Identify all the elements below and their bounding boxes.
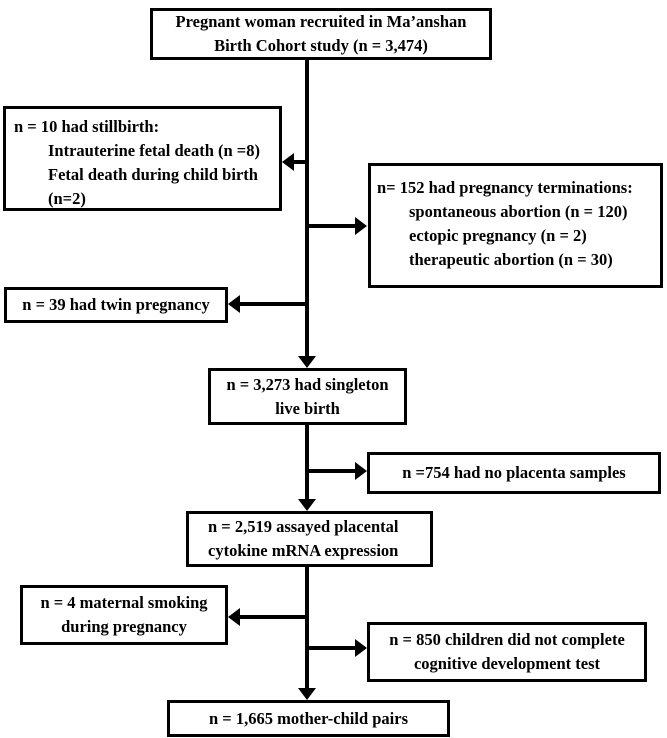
box-stillbirth-item: Intrauterine fetal death (n =8) (48, 141, 260, 160)
connector-terminations (307, 224, 355, 228)
connector-smoking (240, 615, 309, 619)
box-twin-line1: n = 39 had twin pregnancy (22, 295, 210, 314)
box-singleton: n = 3,273 had singleton live birth (208, 368, 407, 425)
box-twin: n = 39 had twin pregnancy (4, 287, 228, 323)
box-cognitive: n = 850 children did not complete cognit… (367, 622, 647, 682)
box-singleton-line1: n = 3,273 had singleton (226, 374, 389, 394)
box-stillbirth-item: (n=2) (48, 189, 86, 208)
trunk-line-top (305, 60, 309, 356)
box-smoking-line2: during pregnancy (61, 617, 187, 636)
box-smoking-line1: n = 4 maternal smoking (40, 593, 208, 612)
box-final: n = 1,665 mother-child pairs (167, 700, 450, 737)
arrowhead-left-twin (228, 295, 240, 313)
box-stillbirth-title: n = 10 had stillbirth: (14, 117, 160, 136)
box-terminations-item: spontaneous abortion (n = 120) (409, 202, 628, 221)
arrowhead-right-terminations (355, 217, 367, 235)
box-terminations-title: n= 152 had pregnancy terminations: (377, 178, 633, 197)
box-recruited-line2: Birth Cohort study (n = 3,474) (214, 36, 428, 55)
connector-no-placenta (307, 469, 355, 473)
box-terminations-item: ectopic pregnancy (n = 2) (409, 226, 587, 245)
box-final-line1: n = 1,665 mother-child pairs (209, 708, 408, 728)
connector-twin (240, 302, 309, 306)
box-singleton-line2: live birth (275, 398, 340, 418)
arrowhead-down-singleton (298, 356, 316, 368)
box-cytokine-line2: cytokine mRNA expression (208, 541, 399, 560)
box-cytokine: n = 2,519 assayed placental cytokine mRN… (186, 511, 433, 567)
box-smoking: n = 4 maternal smoking during pregnancy (20, 585, 228, 645)
arrowhead-right-no-placenta (355, 462, 367, 480)
trunk-line-bottom (305, 567, 309, 688)
box-terminations: n= 152 had pregnancy terminations: spont… (368, 163, 663, 288)
box-no-placenta: n =754 had no placenta samples (367, 452, 661, 494)
box-cognitive-line1: n = 850 children did not complete (389, 630, 625, 649)
box-recruited-line1: Pregnant woman recruited in Ma’anshan (175, 12, 467, 31)
box-no-placenta-line1: n =754 had no placenta samples (402, 463, 626, 482)
trunk-line-middle (305, 425, 309, 499)
arrowhead-right-cognitive (355, 639, 367, 657)
arrowhead-left-stillbirth (282, 153, 294, 171)
box-cytokine-line1: n = 2,519 assayed placental (208, 517, 399, 536)
box-cognitive-line2: cognitive development test (413, 654, 601, 673)
arrowhead-left-smoking (228, 608, 240, 626)
arrowhead-down-cytokine (298, 499, 316, 511)
box-terminations-item: therapeutic abortion (n = 30) (409, 250, 613, 269)
connector-cognitive (307, 646, 355, 650)
connector-stillbirth (294, 160, 309, 164)
arrowhead-down-final (298, 688, 316, 700)
box-recruited: Pregnant woman recruited in Ma’anshan Bi… (150, 8, 492, 60)
box-stillbirth-item: Fetal death during child birth (48, 165, 258, 184)
box-stillbirth: n = 10 had stillbirth: Intrauterine feta… (3, 106, 282, 211)
